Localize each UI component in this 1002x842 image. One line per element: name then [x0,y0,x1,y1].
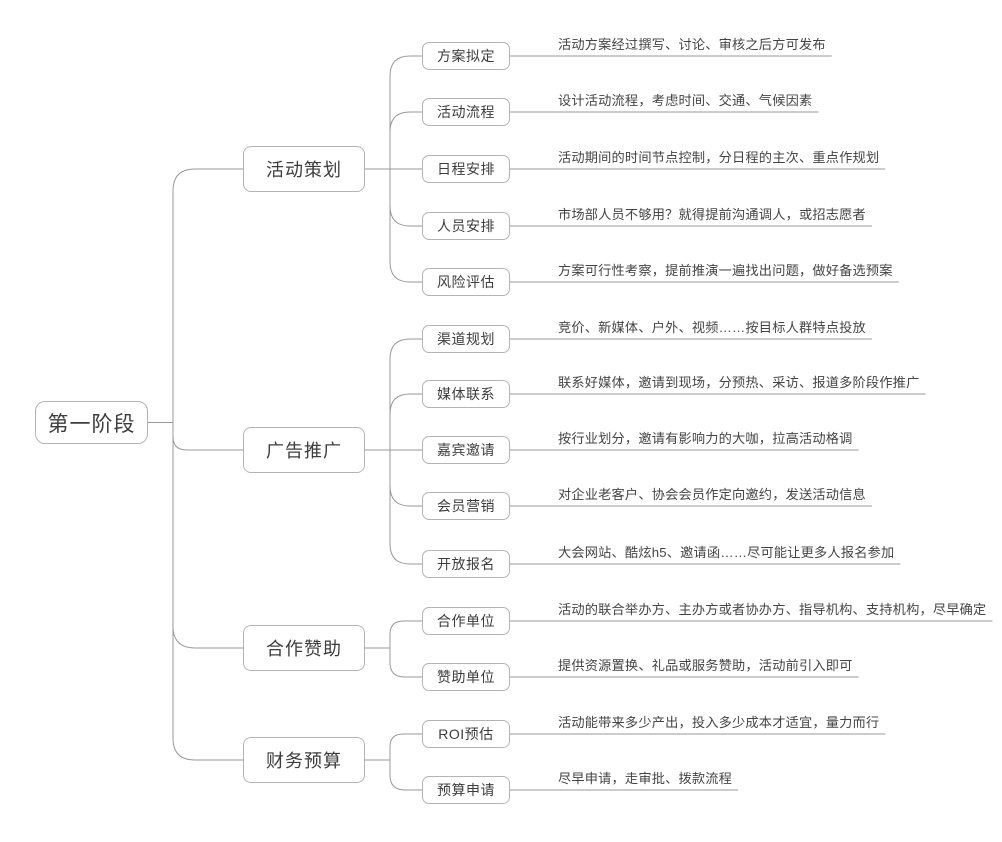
leaf-note-2-4: 对企业老客户、协会会员作定向邀约，发送活动信息 [558,487,866,502]
link-root-branch-4 [172,422,243,761]
leaf-node-1-5[interactable]: 风险评估 [422,268,510,296]
branch-node-2[interactable]: 广告推广 [243,427,365,473]
leaf-note-2-1: 竞价、新媒体、户外、视频……按目标人群特点投放 [558,320,866,335]
leaf-note-3-1: 活动的联合举办方、主办方或者协办方、指导机构、支持机构，尽早确定 [558,602,987,617]
leaf-node-1-2[interactable]: 活动流程 [422,98,510,126]
leaf-node-1-4[interactable]: 人员安排 [422,212,510,240]
link-branch3-leaf2 [389,648,422,678]
leaf-node-4-1[interactable]: ROI预估 [422,720,510,748]
leaf-note-1-4: 市场部人员不够用？就得提前沟通调人，或招志愿者 [558,207,866,222]
link-branch2-leaf5 [389,450,422,565]
leaf-note-2-3: 按行业划分，邀请有影响力的大咖，拉高活动格调 [558,431,853,446]
link-branch4-leaf2 [389,760,422,791]
leaf-node-1-3[interactable]: 日程安排 [422,155,510,183]
leaf-note-2-5: 大会网站、酷炫h5、邀请函……尽可能让更多人报名参加 [558,545,895,560]
link-branch1-leaf1 [389,55,422,169]
link-branch2-leaf2 [389,393,422,450]
leaf-node-2-4[interactable]: 会员营销 [422,492,510,520]
branch-node-3[interactable]: 合作赞助 [243,625,365,671]
leaf-note-1-2: 设计活动流程，考虑时间、交通、气候因素 [558,93,813,108]
leaf-note-4-2: 尽早申请，走审批、拨款流程 [558,771,733,786]
link-branch3-leaf1 [389,620,422,648]
branch-node-4[interactable]: 财务预算 [243,737,365,783]
leaf-node-2-1[interactable]: 渠道规划 [422,325,510,353]
leaf-node-4-2[interactable]: 预算申请 [422,776,510,804]
leaf-node-1-1[interactable]: 方案拟定 [422,42,510,70]
root-node[interactable]: 第一阶段 [35,401,148,444]
leaf-node-3-2[interactable]: 赞助单位 [422,663,510,691]
leaf-node-2-5[interactable]: 开放报名 [422,550,510,578]
leaf-node-3-1[interactable]: 合作单位 [422,607,510,635]
link-branch1-leaf5 [389,169,422,283]
link-root-branch-3 [172,422,243,649]
link-branch1-leaf2 [389,111,422,169]
leaf-node-2-3[interactable]: 嘉宾邀请 [422,436,510,464]
leaf-note-4-1: 活动能带来多少产出，投入多少成本才适宜，量力而行 [558,715,880,730]
leaf-note-1-1: 活动方案经过撰写、讨论、审核之后方可发布 [558,37,826,52]
leaf-node-2-2[interactable]: 媒体联系 [422,380,510,408]
branch-node-1[interactable]: 活动策划 [243,146,365,192]
link-branch2-leaf1 [389,338,422,450]
leaf-note-3-2: 提供资源置换、礼品或服务赞助，活动前引入即可 [558,658,853,673]
leaf-note-1-3: 活动期间的时间节点控制，分日程的主次、重点作规划 [558,150,880,165]
leaf-note-1-5: 方案可行性考察，提前推演一遍找出问题，做好备选预案 [558,263,893,278]
link-root-branch-2 [172,422,243,451]
link-root-branch-1 [172,168,243,423]
link-branch4-leaf1 [389,733,422,760]
leaf-note-2-2: 联系好媒体，邀请到现场，分预热、采访、报道多阶段作推广 [558,375,920,390]
link-branch1-leaf4 [389,169,422,227]
link-branch2-leaf4 [389,450,422,507]
